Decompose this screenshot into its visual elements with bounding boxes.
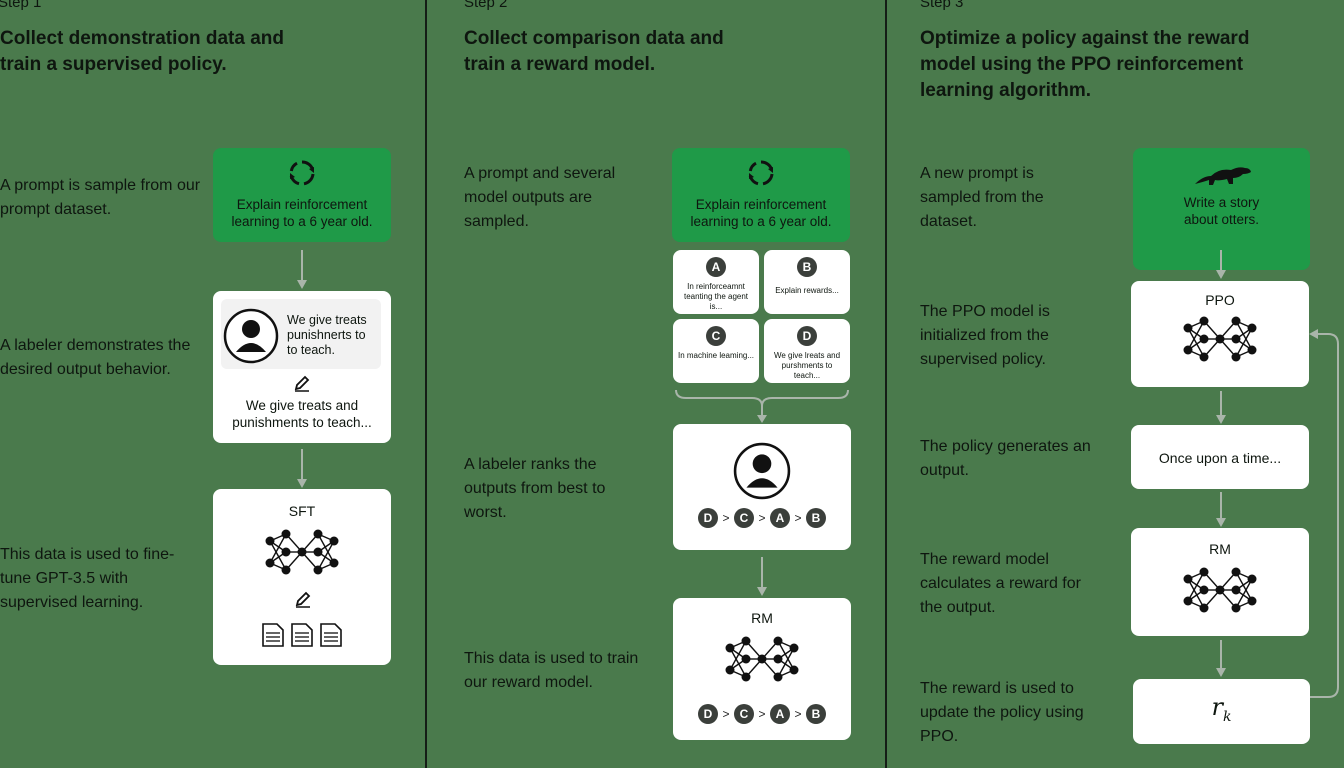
neural-net-icon xyxy=(1183,567,1257,613)
output-card-a: A In reinforceamnt teanting the agent is… xyxy=(673,250,759,314)
rank-b: B xyxy=(806,704,826,724)
step-2-label: Step 2 xyxy=(464,0,508,11)
arrow-down-icon xyxy=(297,250,307,289)
feedback-loop-arrow xyxy=(1309,329,1339,698)
person-icon xyxy=(223,308,279,364)
ranking-row: D > C > A > B xyxy=(673,704,851,724)
step-1-title: Collect demonstration data and train a s… xyxy=(0,28,284,75)
step-3-desc-5: The reward is used to update the policy … xyxy=(920,680,1084,745)
step-3-desc-2: The PPO model is initialized from the su… xyxy=(920,303,1050,368)
step-2-prompt-card: Explain reinforcement learning to a 6 ye… xyxy=(672,148,850,242)
step-1-sft-card: SFT xyxy=(213,489,391,665)
step-3-reward-card: rk xyxy=(1133,679,1310,744)
output-letter-b: B xyxy=(797,257,817,277)
rank-gt: > xyxy=(794,707,802,721)
step-2-prompt-text: Explain reinforcement learning to a 6 ye… xyxy=(690,197,832,229)
rank-b: B xyxy=(806,508,826,528)
rank-gt: > xyxy=(758,707,766,721)
step-3-desc-3: The policy generates an output. xyxy=(920,438,1091,479)
arrow-down-icon xyxy=(1216,492,1226,527)
pencil-icon xyxy=(295,591,311,608)
step-2-desc-2: A labeler ranks the outputs from best to… xyxy=(464,456,606,521)
neural-net-icon xyxy=(725,636,799,682)
pencil-icon xyxy=(294,375,310,392)
rank-d: D xyxy=(698,508,718,528)
reward-subscript: k xyxy=(1223,708,1232,725)
arrow-down-icon xyxy=(757,557,767,596)
rank-gt: > xyxy=(722,511,730,525)
step-1-prompt-text: Explain reinforcement learning to a 6 ye… xyxy=(231,197,373,229)
rank-c: C xyxy=(734,704,754,724)
step-2-title: Collect comparison data and train a rewa… xyxy=(464,28,724,75)
neural-net-icon xyxy=(265,529,339,575)
document-icon xyxy=(262,623,284,647)
otter-icon xyxy=(1195,167,1251,185)
document-icon xyxy=(320,623,342,647)
rank-c: C xyxy=(734,508,754,528)
person-icon xyxy=(733,442,791,500)
rm-label: RM xyxy=(751,610,773,626)
step-2-rm-card: RM D > C > A > B xyxy=(673,598,851,740)
arrow-down-icon xyxy=(297,449,307,488)
step-3-desc-4: The reward model calculates a reward for… xyxy=(920,551,1081,616)
arrow-down-icon xyxy=(1216,640,1226,677)
recycle-icon xyxy=(748,160,774,186)
step-3-output-card: Once upon a time... xyxy=(1131,425,1309,489)
output-letter-c: C xyxy=(706,326,726,346)
output-text-a: In reinforceamnt teanting the agent is..… xyxy=(683,282,749,311)
output-text-b: Explain rewards... xyxy=(775,286,839,295)
document-icon xyxy=(291,623,313,647)
step-3-ppo-card: PPO xyxy=(1131,281,1309,387)
rank-gt: > xyxy=(722,707,730,721)
sft-label: SFT xyxy=(288,503,316,519)
arrow-down-icon xyxy=(1216,391,1226,424)
step-3-desc-1: A new prompt is sampled from the dataset… xyxy=(920,165,1044,230)
reward-value: rk xyxy=(1133,693,1310,725)
output-letter-a: A xyxy=(706,257,726,277)
reward-symbol: r xyxy=(1211,693,1223,721)
step-3-rm-card: RM xyxy=(1131,528,1309,636)
arrow-down-icon xyxy=(1216,250,1226,279)
ranking-row: D > C > A > B xyxy=(673,508,851,528)
rank-gt: > xyxy=(758,511,766,525)
neural-net-icon xyxy=(1183,316,1257,362)
step-1-label: Step 1 xyxy=(0,0,42,11)
rank-d: D xyxy=(698,704,718,724)
step-1-prompt-card: Explain reinforcement learning to a 6 ye… xyxy=(213,148,391,242)
column-divider-1 xyxy=(425,0,427,768)
rm-label: RM xyxy=(1209,541,1231,557)
bracket-arrow xyxy=(675,389,849,423)
labeler-bubble-text: We give treats punishnerts to to teach. xyxy=(287,313,367,357)
rank-a: A xyxy=(770,704,790,724)
step-1-desc-1: A prompt is sample from our prompt datas… xyxy=(0,177,201,218)
step-3-title: Optimize a policy against the reward mod… xyxy=(920,28,1250,101)
rank-gt: > xyxy=(794,511,802,525)
step-3-prompt-card: Write a story about otters. xyxy=(1133,148,1310,270)
step-3-label: Step 3 xyxy=(920,0,964,11)
column-divider-2 xyxy=(885,0,887,768)
step-1-desc-3: This data is used to fine-tune GPT-3.5 w… xyxy=(0,546,175,611)
step-2-desc-1: A prompt and several model outputs are s… xyxy=(464,165,616,230)
rank-a: A xyxy=(770,508,790,528)
step-2-desc-3: This data is used to train our reward mo… xyxy=(464,650,639,691)
step-1-desc-2: A labeler demonstrates the desired outpu… xyxy=(0,337,191,378)
recycle-icon xyxy=(289,160,315,186)
output-card-d: D We give lreats and purshments to teach… xyxy=(764,319,850,383)
output-letter-d: D xyxy=(797,326,817,346)
output-text-c: In machine leaming... xyxy=(677,351,755,360)
output-card-b: B Explain rewards... xyxy=(764,250,850,314)
policy-output-text: Once upon a time... xyxy=(1158,450,1282,466)
output-card-c: C In machine leaming... xyxy=(673,319,759,383)
output-text-d: We give lreats and purshments to teach..… xyxy=(773,351,841,380)
ppo-label: PPO xyxy=(1205,292,1235,308)
step-3-prompt-text: Write a story about otters. xyxy=(1183,195,1260,227)
step-1-labeler-card: We give treats punishnerts to to teach. … xyxy=(213,291,391,443)
step-2-ranking-card: D > C > A > B xyxy=(673,424,851,550)
labeler-output-text: We give treats and punishments to teach.… xyxy=(232,398,372,430)
